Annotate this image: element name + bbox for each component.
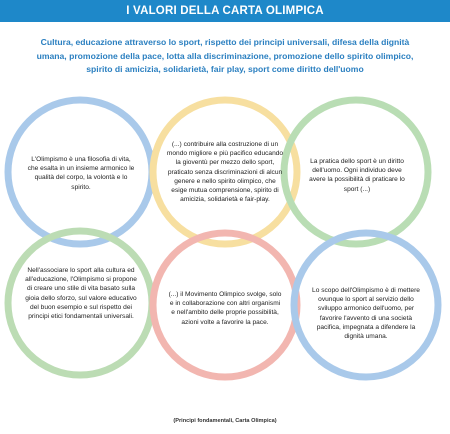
source-note: (Principi fondamentali, Carta Olimpica) bbox=[173, 418, 277, 424]
values-summary: Cultura, educazione attraverso lo sport,… bbox=[36, 37, 414, 74]
ring-text-better-world: (...) contribuire alla costruzione di un… bbox=[166, 141, 284, 204]
ring-text-human-development: Lo scopo dell'Olimpismo è di mettere ovu… bbox=[312, 287, 420, 341]
ring-text-philosophy: L'Olimpismo è una filosofia di vita, che… bbox=[27, 156, 135, 191]
ring-top-right bbox=[280, 96, 432, 248]
ring-bottom-right bbox=[290, 229, 442, 381]
ring-text-culture-education: Nell'associare lo sport alla cultura ed … bbox=[25, 267, 137, 321]
infographic-title: I VALORI DELLA CARTA OLIMPICA bbox=[0, 0, 450, 22]
ring-text-peace: (...) il Movimento Olimpico svolge, solo… bbox=[168, 291, 282, 326]
ring-text-sport-right: La pratica dello sport è un diritto dell… bbox=[309, 158, 405, 193]
ring-top-center bbox=[149, 96, 301, 248]
